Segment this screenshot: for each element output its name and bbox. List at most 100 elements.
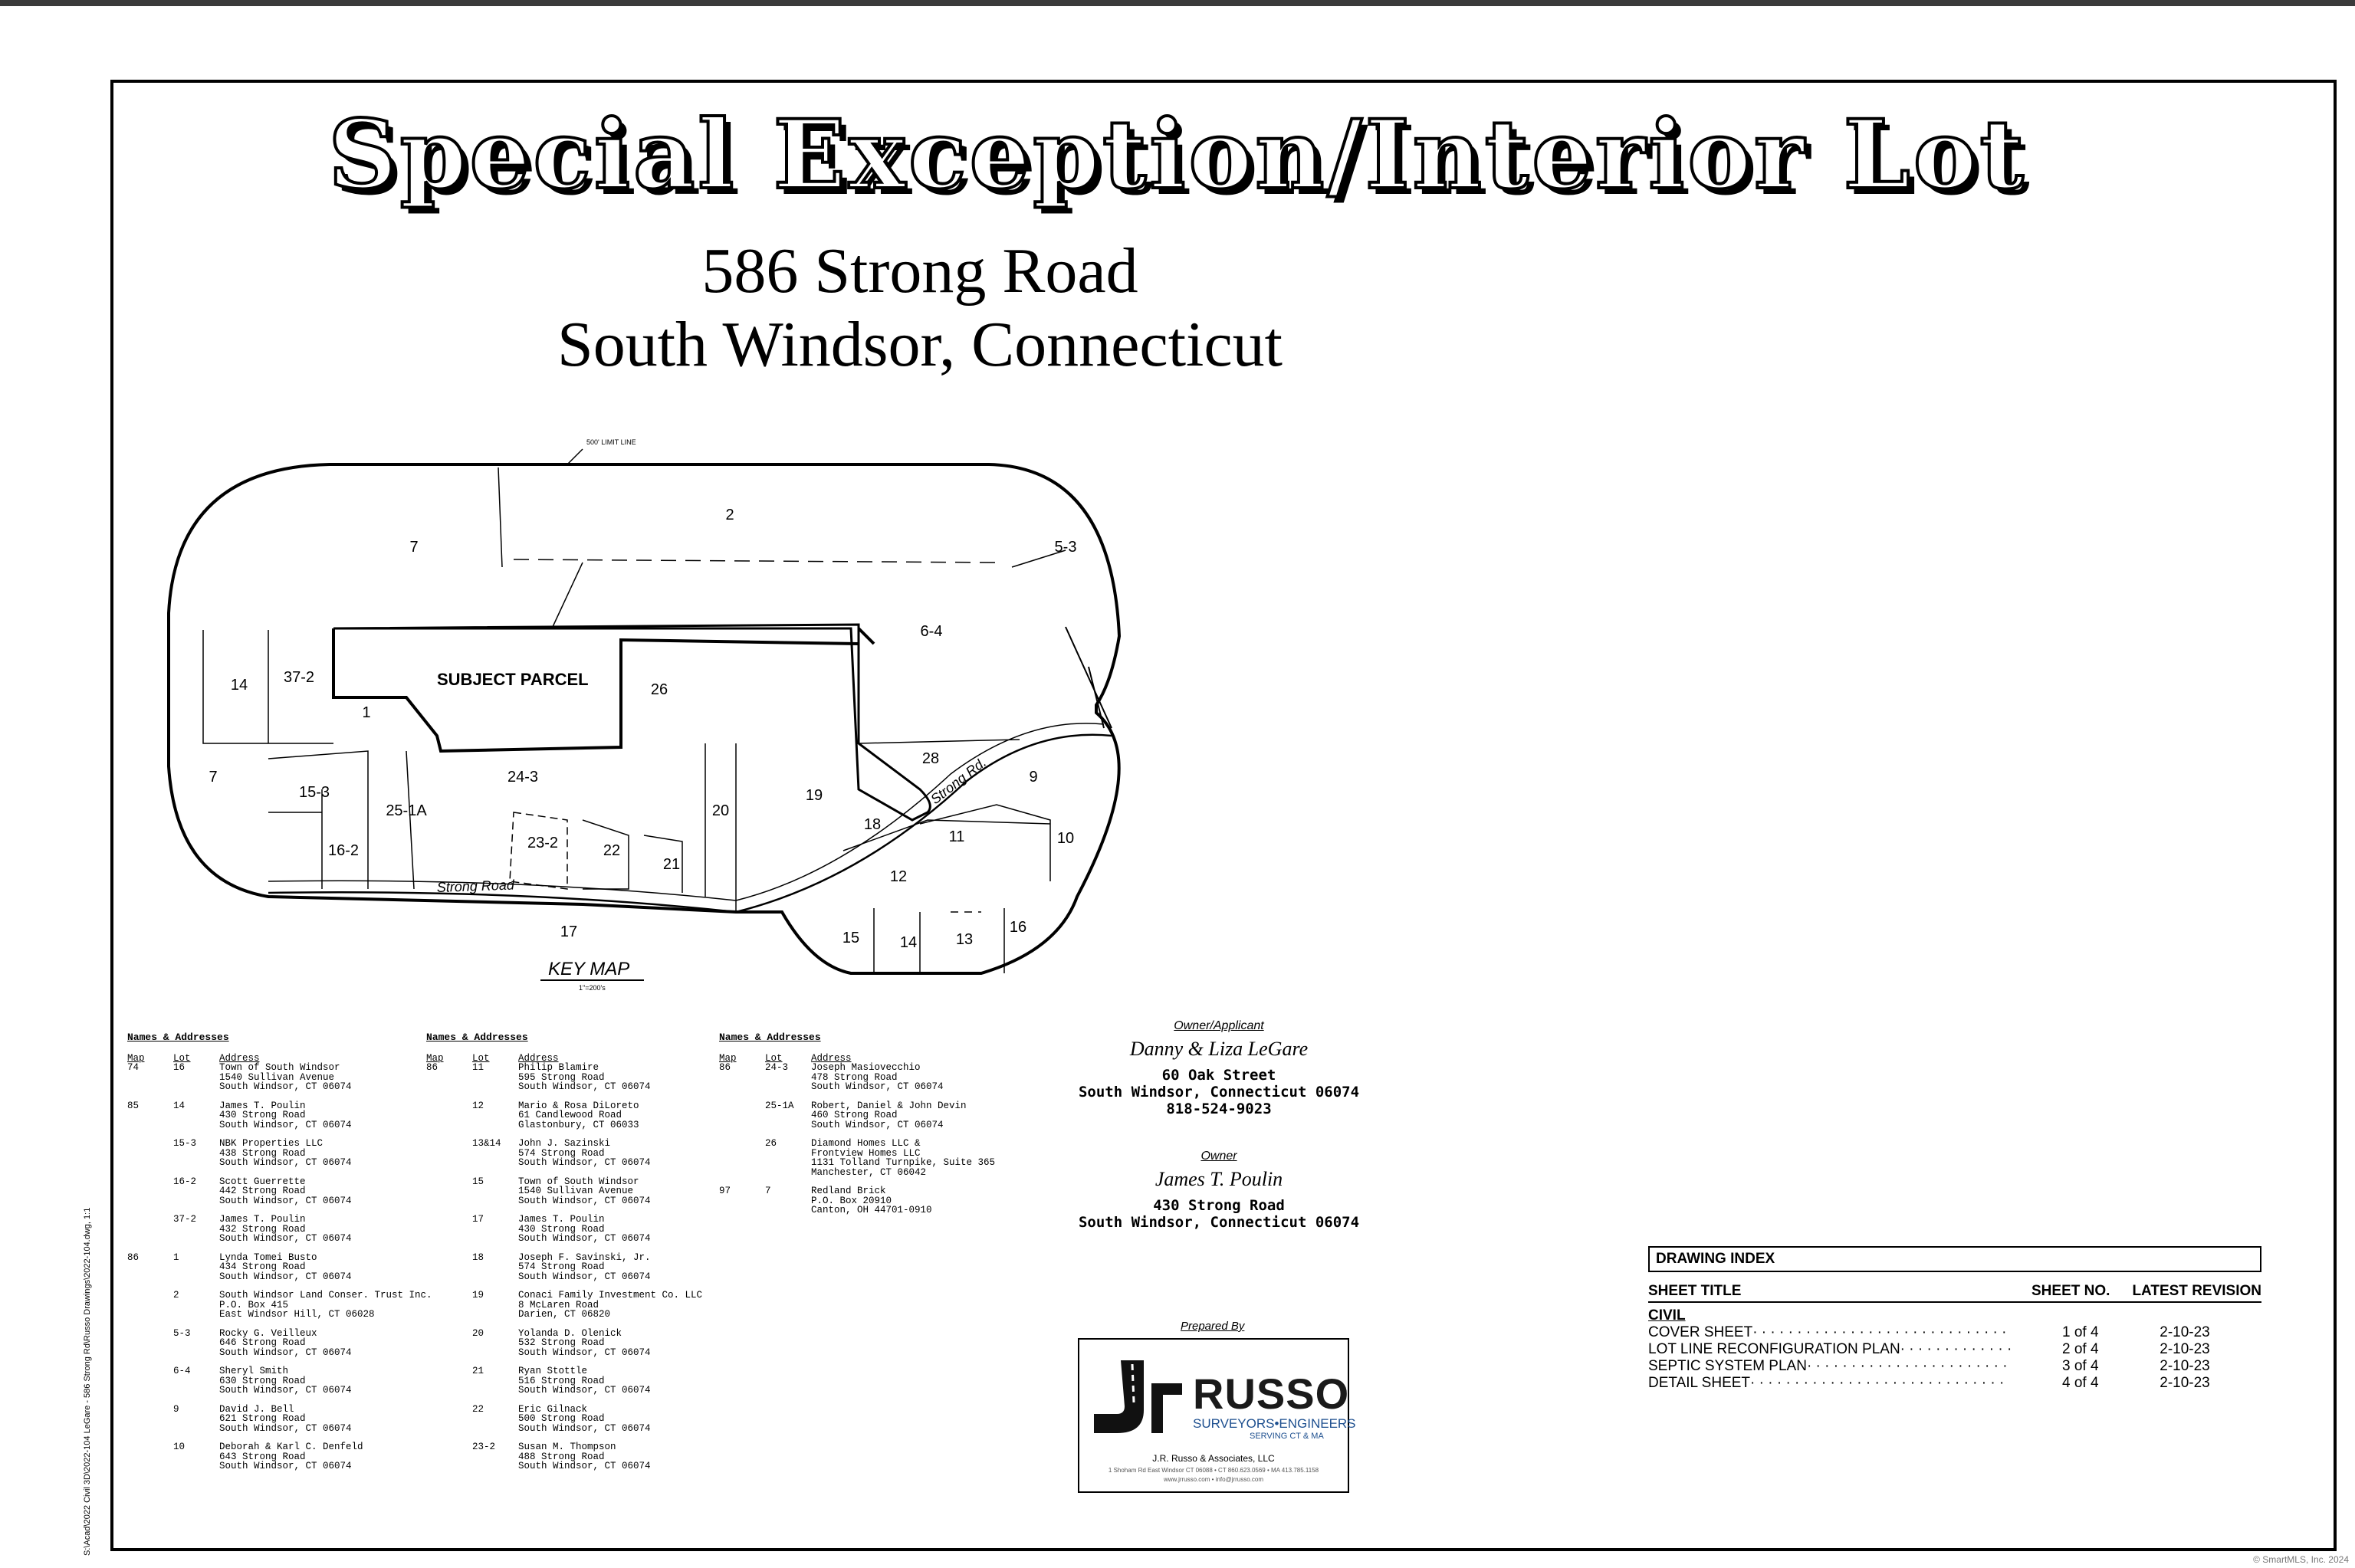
lot-label: 12 xyxy=(890,868,907,885)
lot-label: 37-2 xyxy=(284,669,314,686)
owner-applicant-label: Owner/Applicant xyxy=(1174,1019,1264,1032)
entry-lot: 15-3 xyxy=(173,1138,197,1149)
entry-address: Sheryl Smith 630 Strong Road South Winds… xyxy=(219,1366,352,1396)
entry-lot: 16-2 xyxy=(173,1176,197,1187)
entry-lot: 7 xyxy=(765,1186,771,1196)
entry-address: Joseph F. Savinski, Jr. 574 Strong Road … xyxy=(518,1251,651,1282)
file-path-text: S:\Acad\2022 Civil 3D\2022-104 LeGare - … xyxy=(83,1207,92,1556)
entry-map xyxy=(426,1291,472,1320)
entry-lot: 19 xyxy=(472,1290,484,1301)
owner-name: James T. Poulin xyxy=(1155,1168,1283,1190)
drawing-index-title: COVER SHEET· · · · · · · · · · · · · · ·… xyxy=(1648,1324,2007,1340)
entry-lot: 37-2 xyxy=(173,1214,197,1225)
entry-map xyxy=(719,1101,765,1130)
entry-lot: 10 xyxy=(173,1442,186,1452)
drawing-index-title: DRAWING INDEX xyxy=(1648,1246,2261,1272)
top-border-bar xyxy=(0,0,2355,6)
entry-address: David J. Bell 621 Strong Road South Wind… xyxy=(219,1403,352,1434)
names-header-2: Names & Addresses xyxy=(426,1032,528,1043)
russo-serving: SERVING CT & MA xyxy=(1250,1432,1324,1441)
entry-map xyxy=(127,1215,173,1244)
drawing-index-header: SHEET TITLE SHEET NO. LATEST REVISION xyxy=(1648,1283,2261,1303)
lot-label: 20 xyxy=(712,802,729,819)
entry-lot: 20 xyxy=(472,1327,484,1339)
lot-label: 17 xyxy=(560,923,577,940)
russo-company: J.R. Russo & Associates, LLC xyxy=(1152,1453,1275,1464)
entry-address: John J. Sazinski 574 Strong Road South W… xyxy=(518,1138,651,1168)
entry-address: James T. Poulin 430 Strong Road South Wi… xyxy=(219,1100,352,1130)
entry-address: Scott Guerrette 442 Strong Road South Wi… xyxy=(219,1176,352,1206)
drawing-index-title: SEPTIC SYSTEM PLAN· · · · · · · · · · · … xyxy=(1648,1358,2008,1374)
entry-map xyxy=(426,1139,472,1168)
names-header-3: Names & Addresses xyxy=(719,1032,821,1043)
entry-lot: 21 xyxy=(472,1366,484,1376)
lot-label: 1 xyxy=(362,704,370,721)
address-entry: 25-1A Robert, Daniel & John Devin 460 Str… xyxy=(719,1101,1041,1130)
entry-lot: 6-4 xyxy=(173,1366,191,1376)
entry-map xyxy=(127,1139,173,1168)
drawing-index-title: LOT LINE RECONFIGURATION PLAN· · · · · ·… xyxy=(1648,1341,2012,1357)
entry-lot: 25-1A xyxy=(765,1100,794,1111)
owner-block: Owner James T. Poulin 430 Strong Road So… xyxy=(1066,1150,1372,1231)
entry-lot: 14 xyxy=(173,1100,186,1111)
entry-address: Philip Blamire 595 Strong Road South Win… xyxy=(518,1062,651,1092)
entry-address: Yolanda D. Olenick 532 Strong Road South… xyxy=(518,1327,651,1358)
entry-lot: 24-3 xyxy=(765,1062,789,1073)
drawing-index-title: DETAIL SHEET· · · · · · · · · · · · · · … xyxy=(1648,1375,2005,1391)
address-entry: 20 Yolanda D. Olenick 532 Strong Road Sou… xyxy=(426,1327,748,1358)
entry-address: South Windsor Land Conser. Trust Inc. P.… xyxy=(219,1290,432,1320)
entry-address: Ryan Stottle 516 Strong Road South Winds… xyxy=(518,1366,651,1396)
entry-lot: 18 xyxy=(472,1251,484,1263)
lot-label: 14 xyxy=(900,934,917,951)
prepared-by-label: Prepared By xyxy=(1181,1320,1245,1333)
owner-city: South Windsor, Connecticut 06074 xyxy=(1078,1214,1360,1231)
drawing-index-rev: 2-10-23 xyxy=(2160,1375,2210,1391)
entry-map xyxy=(127,1405,173,1434)
drawing-index-row: LOT LINE RECONFIGURATION PLAN· · · · · ·… xyxy=(1648,1341,2261,1358)
strong-road xyxy=(268,733,1112,914)
lot-label: 6-4 xyxy=(921,623,943,640)
north-arrow xyxy=(1065,626,1112,729)
entry-map xyxy=(127,1366,173,1396)
entry-map xyxy=(127,1442,173,1471)
sheet-title: Special Exception/Interior Lot xyxy=(327,98,2027,212)
entry-address: Conaci Family Investment Co. LLC 8 McLar… xyxy=(518,1290,703,1320)
entry-map: 97 xyxy=(719,1186,731,1196)
drawing-index-rev: 2-10-23 xyxy=(2160,1341,2210,1357)
lot-label: 7 xyxy=(209,769,217,786)
drawing-index: DRAWING INDEX SHEET TITLE SHEET NO. LATE… xyxy=(1648,1246,2261,1392)
entry-map: 86 xyxy=(719,1062,731,1073)
drawing-index-row: COVER SHEET· · · · · · · · · · · · · · ·… xyxy=(1648,1324,2261,1341)
entry-address: Town of South Windsor 1540 Sullivan Aven… xyxy=(518,1176,651,1206)
entry-lot: 1 xyxy=(173,1251,179,1263)
lot-label: 5-3 xyxy=(1055,539,1077,556)
road-label-strong-road: Strong Road xyxy=(436,877,515,895)
drawing-index-no: 3 of 4 xyxy=(2062,1358,2099,1374)
entry-address: Lynda Tomei Busto 434 Strong Road South … xyxy=(219,1251,352,1282)
limit-line xyxy=(167,463,1122,975)
lot-label: 23-2 xyxy=(527,835,558,851)
owner-applicant-city: South Windsor, Connecticut 06074 xyxy=(1078,1084,1360,1101)
entry-address: Susan M. Thompson 488 Strong Road South … xyxy=(518,1442,651,1471)
lot-label: 10 xyxy=(1057,830,1074,847)
entry-map xyxy=(426,1442,472,1471)
drawing-index-no: 1 of 4 xyxy=(2062,1324,2099,1340)
entry-lot: 16 xyxy=(173,1062,186,1073)
address-line-1: 586 Strong Road xyxy=(701,235,1138,307)
entry-map xyxy=(426,1405,472,1434)
entry-lot: 23-2 xyxy=(472,1442,496,1452)
entry-address: Robert, Daniel & John Devin 460 Strong R… xyxy=(811,1100,967,1130)
